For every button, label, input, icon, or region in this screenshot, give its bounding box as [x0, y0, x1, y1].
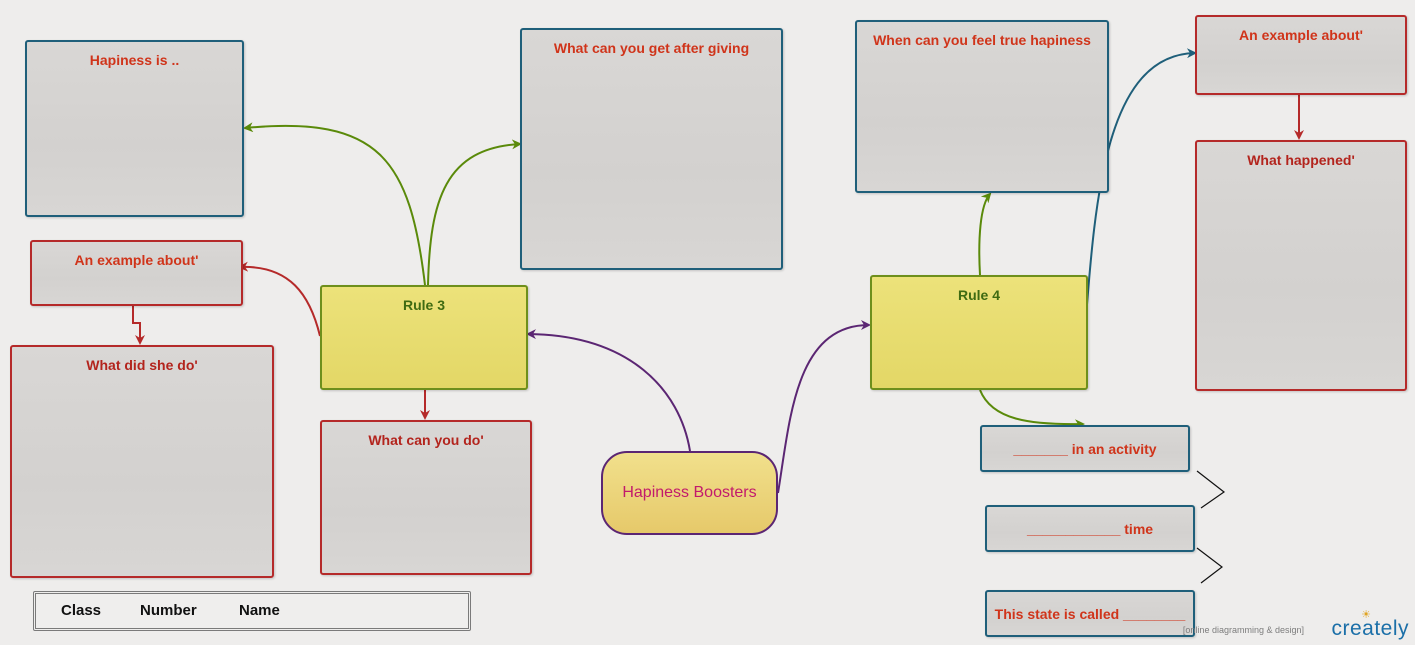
watermark-tagline: [online diagramming & design]	[1182, 625, 1304, 635]
box-what-can-you-do: What can you do'	[320, 420, 532, 575]
chevron-connector-2	[1196, 547, 1223, 584]
chevron-connector-1	[1196, 470, 1226, 509]
connector-rule3-example	[238, 261, 321, 337]
central-topic-node: Hapiness Boosters	[601, 451, 778, 535]
rule-4-node: Rule 4	[870, 275, 1088, 390]
box-what-happened-label: What happened'	[1247, 152, 1355, 168]
box-in-activity-label: _______ in an activity	[1013, 440, 1157, 457]
class-label: Class	[61, 602, 102, 619]
number-label: Number	[140, 602, 197, 619]
box-when-true-happiness-label: When can you feel true hapiness	[873, 32, 1091, 48]
lightbulb-icon: ☀	[1361, 609, 1371, 621]
rule-3-node: Rule 3	[320, 285, 528, 390]
box-what-after-giving: What can you get after giving	[520, 28, 783, 270]
watermark-brand: creately	[1331, 617, 1409, 640]
box-state-called: This state is called ________	[985, 590, 1195, 637]
box-time-label: ____________ time	[1026, 520, 1154, 537]
box-what-after-giving-label: What can you get after giving	[553, 40, 750, 56]
connector-rule4-true-happiness	[978, 192, 992, 276]
student-info-bar: Class Number Name	[33, 591, 471, 631]
box-when-true-happiness: When can you feel true hapiness	[855, 20, 1109, 193]
box-what-can-you-do-label: What can you do'	[368, 432, 484, 448]
box-time: ____________ time	[985, 505, 1195, 552]
box-happiness-is-label: Hapiness is ..	[89, 52, 180, 68]
connector-rule3-happiness-is	[243, 122, 426, 286]
box-example-right-label: An example about'	[1239, 27, 1363, 43]
box-happiness-is: Hapiness is ..	[25, 40, 244, 217]
central-topic-label: Hapiness Boosters	[622, 484, 757, 501]
rule-3-label: Rule 3	[402, 297, 445, 313]
box-example-left: An example about'	[30, 240, 243, 306]
connector-rule3-after-giving	[427, 139, 522, 286]
rule-4-label: Rule 4	[957, 287, 1000, 303]
connector-rule4-activity	[979, 389, 1085, 430]
box-example-right: An example about'	[1195, 15, 1407, 95]
box-state-called-label: This state is called ________	[994, 605, 1186, 622]
box-what-did-she-do-label: What did she do'	[86, 357, 198, 373]
box-what-did-she-do: What did she do'	[10, 345, 274, 578]
connector-center-rule4	[777, 320, 871, 494]
connector-rule4-example-right	[1084, 48, 1197, 331]
creately-watermark: [online diagramming & design] ☀ creately	[1164, 609, 1409, 641]
box-in-activity: _______ in an activity	[980, 425, 1190, 472]
connector-center-rule3	[526, 329, 691, 452]
name-label: Name	[239, 602, 280, 619]
connector-example-what-did-she-do	[132, 306, 145, 345]
box-example-left-label: An example about'	[74, 252, 199, 268]
box-what-happened: What happened'	[1195, 140, 1407, 391]
